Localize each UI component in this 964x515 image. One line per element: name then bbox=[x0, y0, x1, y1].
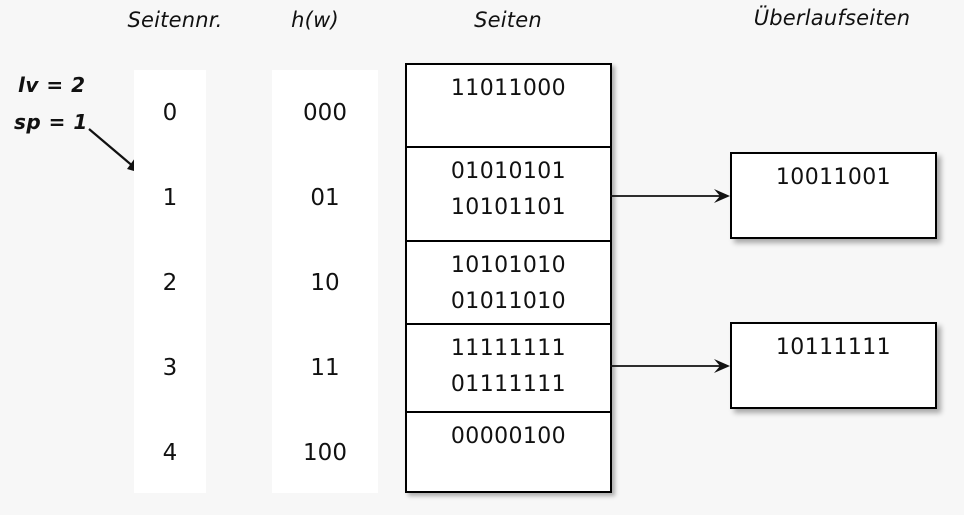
page-row: 00000100 bbox=[407, 413, 610, 490]
record-value: 11011000 bbox=[450, 76, 567, 101]
page-row: 10101010 01011010 bbox=[407, 242, 610, 325]
page-number-cell: 1 bbox=[162, 185, 178, 211]
record-value: 11111111 bbox=[450, 336, 567, 361]
column-heading-ueberlaufseiten: Überlaufseiten bbox=[753, 6, 911, 30]
parameter-label-lv: lv = 2 bbox=[18, 73, 86, 97]
parameter-label-sp: sp = 1 bbox=[14, 110, 88, 134]
hash-value-cell: 10 bbox=[310, 270, 340, 296]
page-number-cell: 2 bbox=[162, 270, 178, 296]
column-heading-seitennr: Seitennr. bbox=[127, 8, 223, 32]
record-value: 00000100 bbox=[450, 424, 567, 449]
hash-value-cell: 000 bbox=[303, 100, 347, 126]
record-value: 10101010 bbox=[450, 253, 567, 278]
record-value: 10011001 bbox=[775, 165, 892, 190]
page-number-cell: 0 bbox=[162, 100, 178, 126]
pages-table: 11011000 01010101 10101101 10101010 0101… bbox=[405, 63, 612, 493]
record-value: 01111111 bbox=[450, 372, 567, 397]
record-value: 10101101 bbox=[450, 195, 567, 220]
record-value: 01010101 bbox=[450, 159, 567, 184]
hash-value-cell: 01 bbox=[310, 185, 340, 211]
page-number-cell: 4 bbox=[162, 440, 178, 466]
record-value: 10111111 bbox=[775, 335, 892, 360]
record-value: 01011010 bbox=[450, 289, 567, 314]
page-row: 01010101 10101101 bbox=[407, 148, 610, 242]
hash-value-cell: 11 bbox=[310, 355, 340, 381]
overflow-connector-arrow-icon bbox=[610, 359, 730, 373]
overflow-page-box: 10111111 bbox=[730, 322, 937, 409]
page-number-column: 0 1 2 3 4 bbox=[134, 70, 206, 493]
hash-value-cell: 100 bbox=[303, 440, 347, 466]
page-number-cell: 3 bbox=[162, 355, 178, 381]
overflow-page-box: 10011001 bbox=[730, 152, 937, 239]
overflow-connector-arrow-icon bbox=[610, 189, 730, 203]
page-row: 11011000 bbox=[407, 65, 610, 148]
column-heading-seiten: Seiten bbox=[474, 8, 542, 32]
column-heading-hash-function: h(w) bbox=[291, 8, 339, 32]
page-row: 11111111 01111111 bbox=[407, 325, 610, 413]
hash-value-column: 000 01 10 11 100 bbox=[272, 70, 378, 493]
